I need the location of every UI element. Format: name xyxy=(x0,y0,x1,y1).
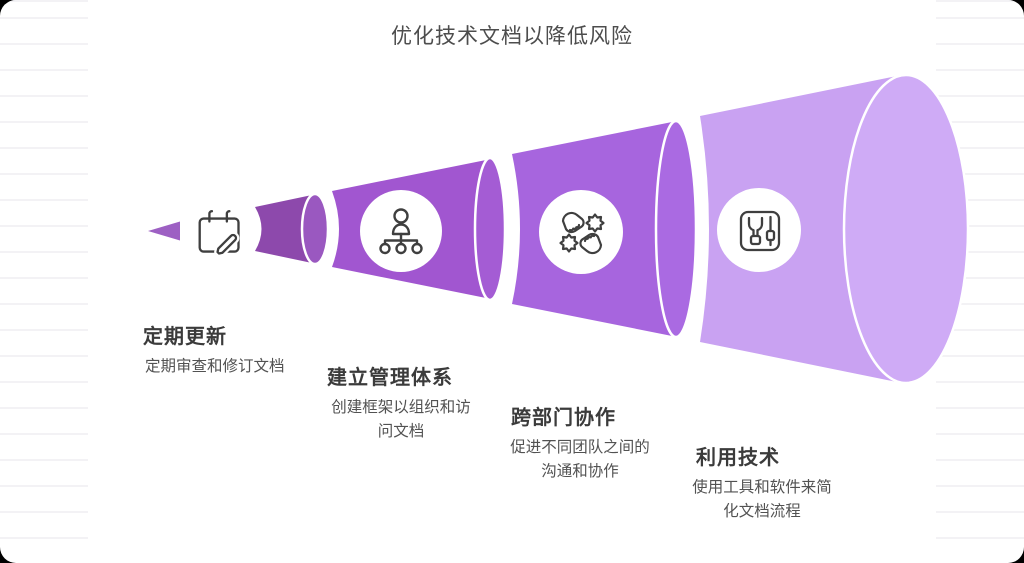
org-chart-icon xyxy=(379,208,423,255)
stage-4-heading: 利用技术 xyxy=(696,447,780,469)
funnel-diagram xyxy=(148,73,970,385)
diagram-title: 优化技术文档以降低风险 xyxy=(391,25,633,48)
collaboration-icon xyxy=(559,211,605,255)
stage-2-icon-circle xyxy=(360,190,442,272)
calendar-edit-icon xyxy=(198,210,240,257)
stage-1-heading: 定期更新 xyxy=(143,326,227,348)
stage-3-description: 促进不同团队之间的 沟通和协作 xyxy=(510,439,650,480)
stage-3-icon-circle xyxy=(539,190,623,274)
tools-icon xyxy=(739,210,781,252)
stage-1-description: 定期审查和修订文档 xyxy=(145,358,285,375)
ruled-lines-left xyxy=(0,0,89,563)
segment-1-rim xyxy=(300,192,330,266)
segment-1 xyxy=(255,192,330,266)
stage-2-description: 创建框架以组织和访 问文档 xyxy=(331,399,471,440)
segment-4 xyxy=(700,73,970,385)
stage-4-description: 使用工具和软件来简 化文档流程 xyxy=(692,479,832,520)
segment-2-rim xyxy=(473,156,507,302)
segment-3-rim xyxy=(654,119,698,339)
stage-3-heading: 跨部门协作 xyxy=(511,407,616,429)
segment-4-rim xyxy=(842,73,970,385)
funnel-tip xyxy=(148,221,180,241)
stage-2-heading: 建立管理体系 xyxy=(327,367,453,389)
